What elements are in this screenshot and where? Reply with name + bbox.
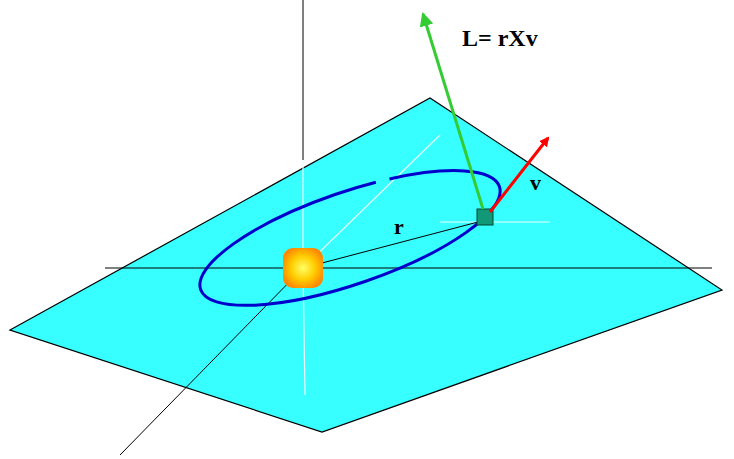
y-axis bbox=[120, 268, 303, 455]
velocity-label: v bbox=[530, 172, 541, 194]
plane-guide bbox=[303, 135, 440, 268]
plane-guide bbox=[440, 221, 550, 222]
angular-momentum-label: L= rXv bbox=[462, 26, 538, 50]
z-axis bbox=[303, 0, 304, 160]
x-axis bbox=[105, 268, 712, 269]
radius-label: r bbox=[394, 216, 404, 238]
orbital-plane bbox=[10, 98, 722, 432]
velocity-vector bbox=[490, 138, 548, 212]
orbit-ellipse bbox=[186, 143, 515, 333]
sun bbox=[283, 248, 323, 288]
radius-vector bbox=[303, 222, 478, 268]
